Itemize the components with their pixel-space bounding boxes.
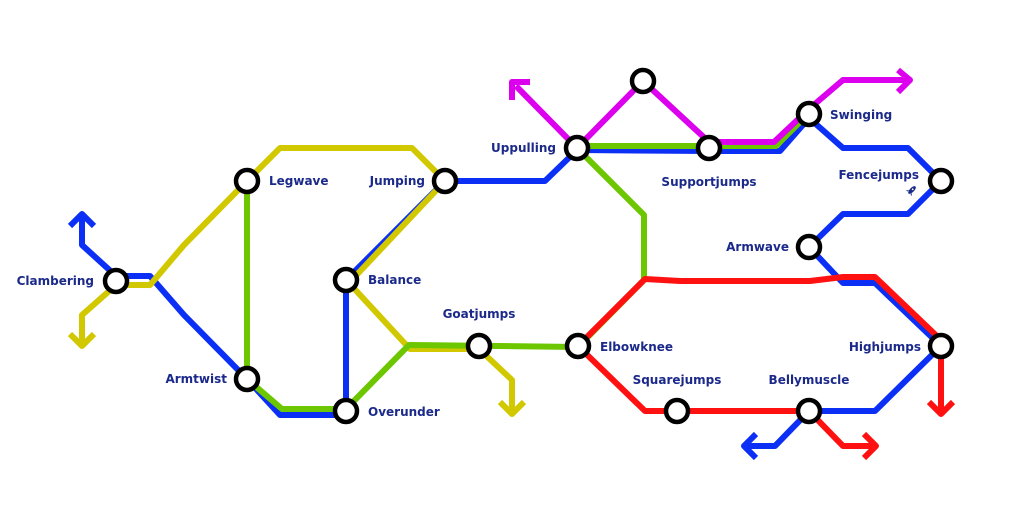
label-squarejumps: Squarejumps [633,373,722,387]
magenta-arrow-right [895,67,913,95]
green-line [244,110,812,412]
label-bellymuscle: Bellymuscle [769,373,850,387]
station-legwave[interactable] [233,167,261,195]
label-balance: Balance [368,273,421,287]
station-squarejumps[interactable] [663,397,691,425]
station-swinging[interactable] [795,100,823,128]
label-overunder: Overunder [368,405,440,419]
label-clambering: Clambering [17,274,94,288]
station-uppulling[interactable] [563,134,591,162]
blue-line [67,115,944,461]
label-highjumps: Highjumps [849,340,921,354]
station-goatjumps[interactable] [465,332,493,360]
rocket-icon [905,186,916,197]
label-fencejumps: Fencejumps [838,168,919,182]
station-armtwist[interactable] [233,365,261,393]
station-supportjumps[interactable] [695,134,723,162]
red-arrow-right [861,431,879,461]
red-arrow-down [926,399,956,417]
station-overunder[interactable] [332,397,360,425]
label-uppulling: Uppulling [491,141,556,155]
yellow-arrow-down-2 [497,399,527,417]
blue-arrow-left [741,431,759,461]
station-jumping[interactable] [431,167,459,195]
station-highjumps[interactable] [927,332,955,360]
label-jumping: Jumping [369,174,425,188]
label-supportjumps: Supportjumps [661,175,756,189]
station-bellymuscle[interactable] [795,397,823,425]
station-clambering[interactable] [102,267,130,295]
stations [102,67,955,425]
label-goatjumps: Goatjumps [443,307,516,321]
station-armwave[interactable] [795,233,823,261]
labels: Clambering Legwave Armtwist Jumping Bala… [17,108,921,419]
station-fencejumps[interactable] [927,167,955,195]
blue-arrow-up [67,211,97,229]
yellow-arrow-down [67,331,97,349]
magenta-line [509,67,913,151]
label-armwave: Armwave [726,240,789,254]
station-unnamed[interactable] [629,67,657,95]
label-elbowknee: Elbowknee [600,340,673,354]
station-elbowknee[interactable] [564,332,592,360]
label-swinging: Swinging [830,108,892,122]
station-balance[interactable] [332,266,360,294]
label-armtwist: Armtwist [165,372,227,386]
magenta-arrow-up-left [509,79,530,100]
label-legwave: Legwave [269,174,329,188]
